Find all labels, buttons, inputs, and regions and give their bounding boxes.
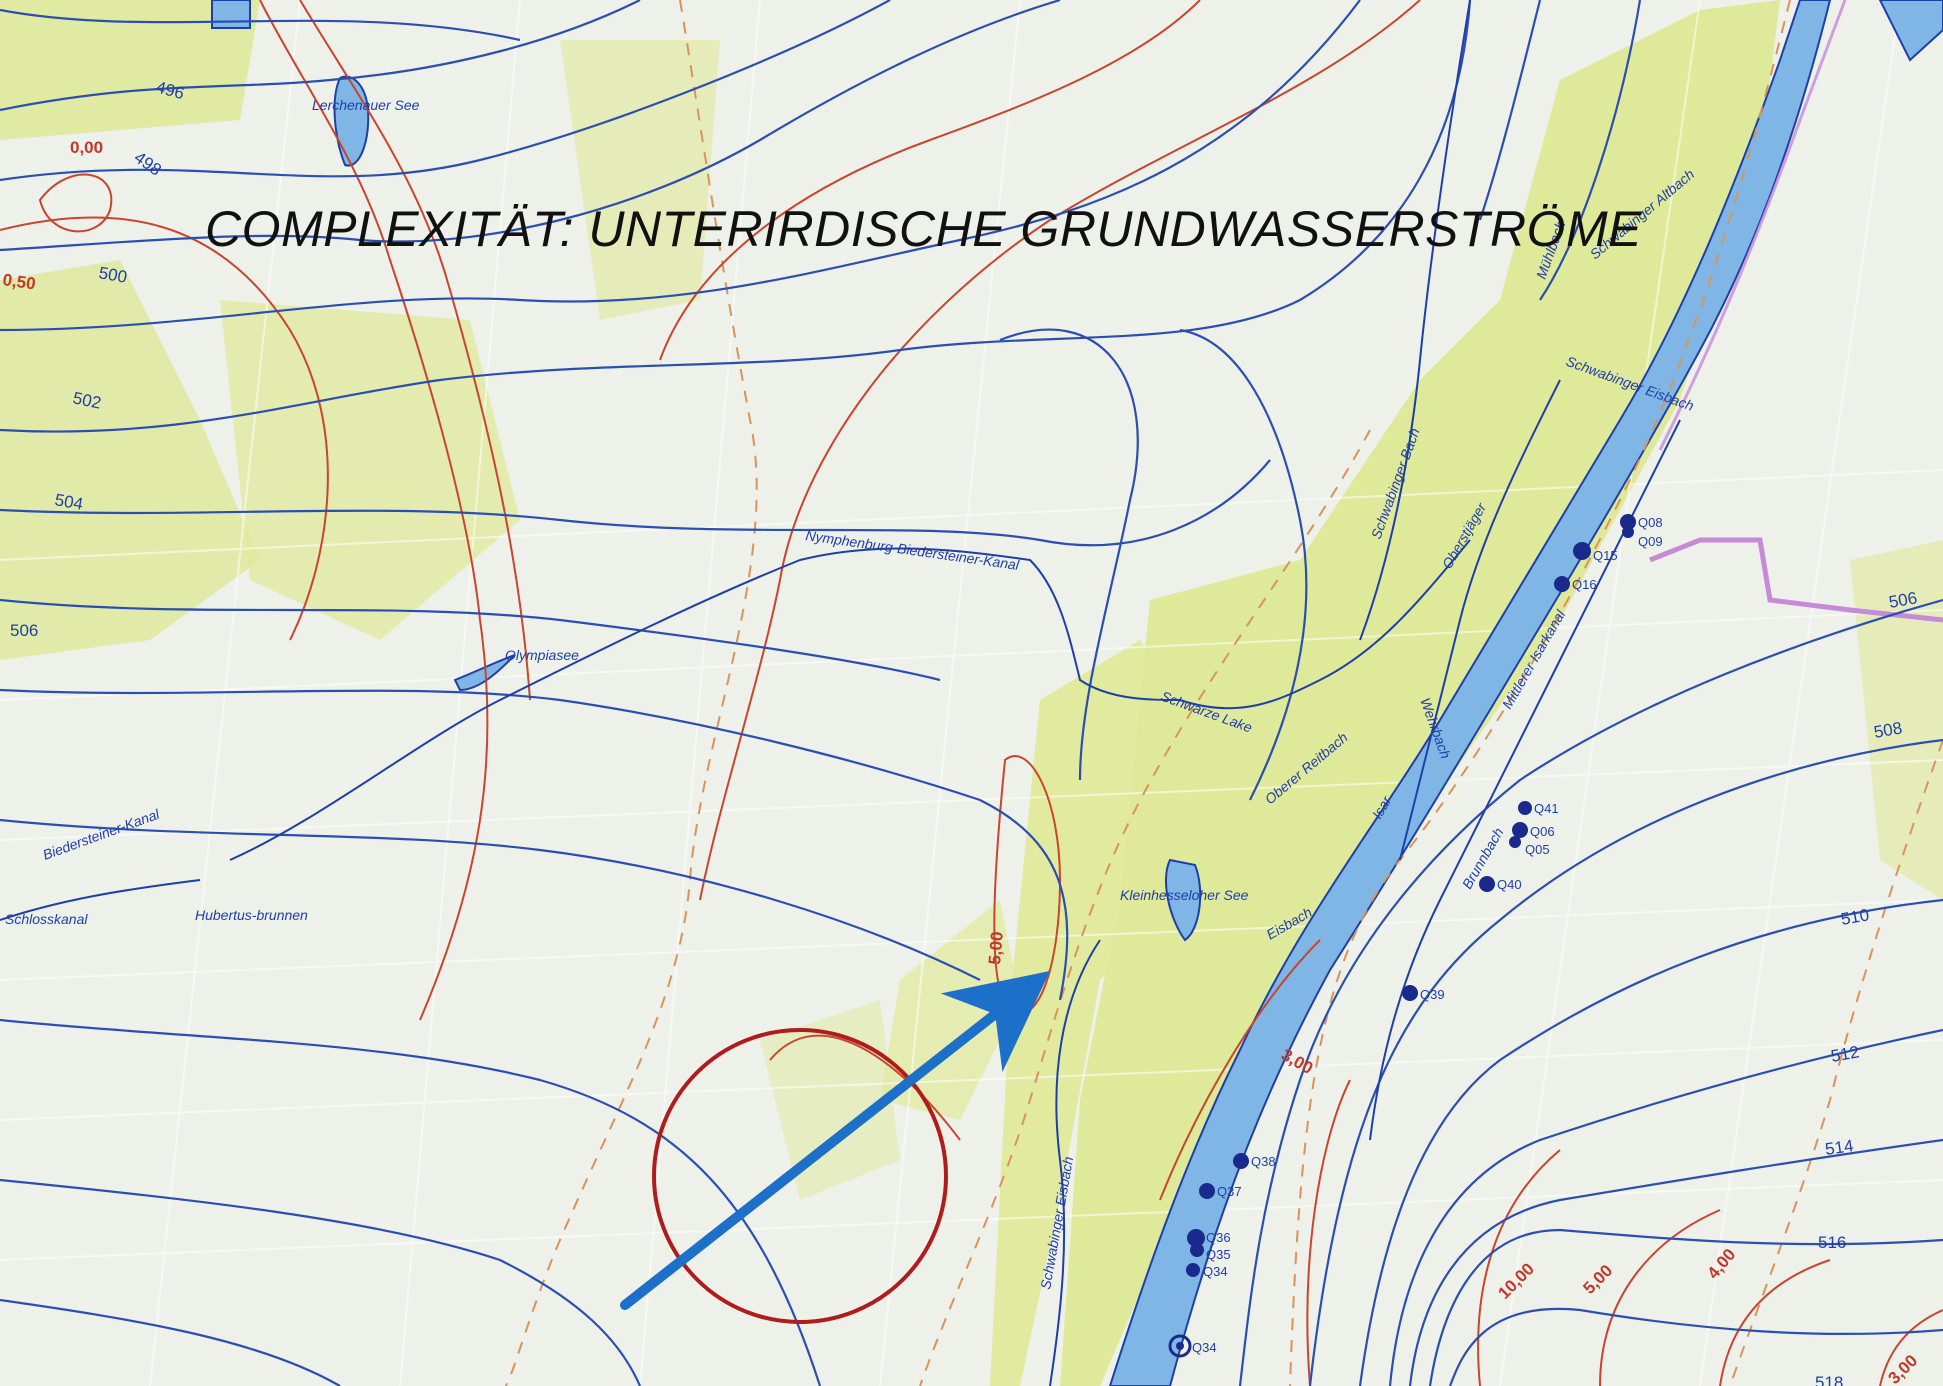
well-point-icon: Q35 [1190, 1243, 1231, 1262]
well-point-icon: Q38 [1233, 1153, 1276, 1169]
difference-label: 0,50 [1, 270, 36, 293]
river-top-right [1878, 0, 1943, 62]
well-point-icon: Q40 [1479, 876, 1522, 892]
contour-label: 508 [1872, 718, 1903, 742]
contour-label: 506 [1887, 588, 1918, 612]
difference-label: 5,00 [1579, 1261, 1616, 1298]
svg-text:Q35: Q35 [1206, 1247, 1231, 1262]
svg-text:Q36: Q36 [1206, 1230, 1231, 1245]
flow-boundary-lines [504, 0, 1943, 1386]
water-label: Olympiasee [505, 647, 579, 663]
lake-top-left [211, 0, 251, 29]
water-label: Kleinhesseloher See [1120, 887, 1249, 903]
contour-label: 500 [97, 263, 128, 287]
water-label: Lerchenauer See [312, 97, 420, 113]
contour-label: 504 [53, 490, 84, 514]
well-point-icon: Q34 [1186, 1263, 1228, 1279]
well-point-icon: Q06 [1512, 822, 1555, 839]
svg-text:Q38: Q38 [1251, 1154, 1276, 1169]
well-point-icon: Q09 [1622, 526, 1663, 549]
svg-text:Q15: Q15 [1593, 548, 1618, 563]
district-boundary-north [1658, 0, 1847, 451]
water-label: Hubertus-brunnen [195, 907, 308, 923]
svg-text:Q09: Q09 [1638, 534, 1663, 549]
difference-label: 0,00 [70, 138, 103, 157]
contour-label: 512 [1829, 1042, 1860, 1066]
difference-label: 10,00 [1494, 1259, 1538, 1303]
svg-text:Q08: Q08 [1638, 515, 1663, 530]
well-point-icon: Q34 [1168, 1334, 1217, 1358]
well-point-icon: Q16 [1554, 576, 1597, 592]
well-point-icon: Q41 [1518, 801, 1559, 816]
well-point-icon: Q15 [1573, 542, 1618, 563]
svg-text:Q39: Q39 [1420, 987, 1445, 1002]
well-point-icon: Q36 [1187, 1229, 1231, 1247]
streams [0, 0, 1681, 1386]
difference-label: 5,00 [985, 931, 1007, 966]
svg-text:Q37: Q37 [1217, 1184, 1242, 1199]
lerchenauer-see [333, 75, 370, 167]
water-label: Schlosskanal [5, 911, 88, 927]
well-point-icon: Q37 [1199, 1183, 1242, 1199]
map-title: COMPLEXITÄT: UNTERIRDISCHE GRUNDWASSERST… [205, 201, 1642, 257]
svg-text:Q41: Q41 [1534, 801, 1559, 816]
contour-label: 516 [1818, 1233, 1846, 1252]
flow-arrow-icon [620, 970, 1051, 1310]
svg-text:Q34: Q34 [1203, 1264, 1228, 1279]
svg-text:Q06: Q06 [1530, 824, 1555, 839]
contour-label: 498 [131, 148, 165, 180]
highlight-circle-icon [652, 1028, 948, 1324]
kleinhesseloher-see [1164, 858, 1202, 942]
well-point-icon: Q05 [1509, 836, 1550, 857]
difference-label: 4,00 [1704, 1245, 1740, 1283]
svg-text:Q05: Q05 [1525, 842, 1550, 857]
district-boundary [1649, 537, 1943, 623]
contour-label: 506 [10, 621, 38, 640]
isar-river [1108, 0, 1832, 1386]
contour-label: 514 [1824, 1136, 1855, 1159]
svg-text:Q16: Q16 [1572, 577, 1597, 592]
well-point-icon: Q08 [1620, 514, 1663, 530]
contour-label: 518 [1815, 1373, 1843, 1386]
wells: Q08 Q09 Q15 Q16 Q41 Q06 Q05 Q40 Q39 Q38 … [1168, 514, 1663, 1358]
svg-text:Q40: Q40 [1497, 877, 1522, 892]
well-point-icon: Q39 [1402, 985, 1445, 1002]
contour-label: 510 [1839, 905, 1870, 929]
svg-text:Q34: Q34 [1192, 1340, 1217, 1355]
